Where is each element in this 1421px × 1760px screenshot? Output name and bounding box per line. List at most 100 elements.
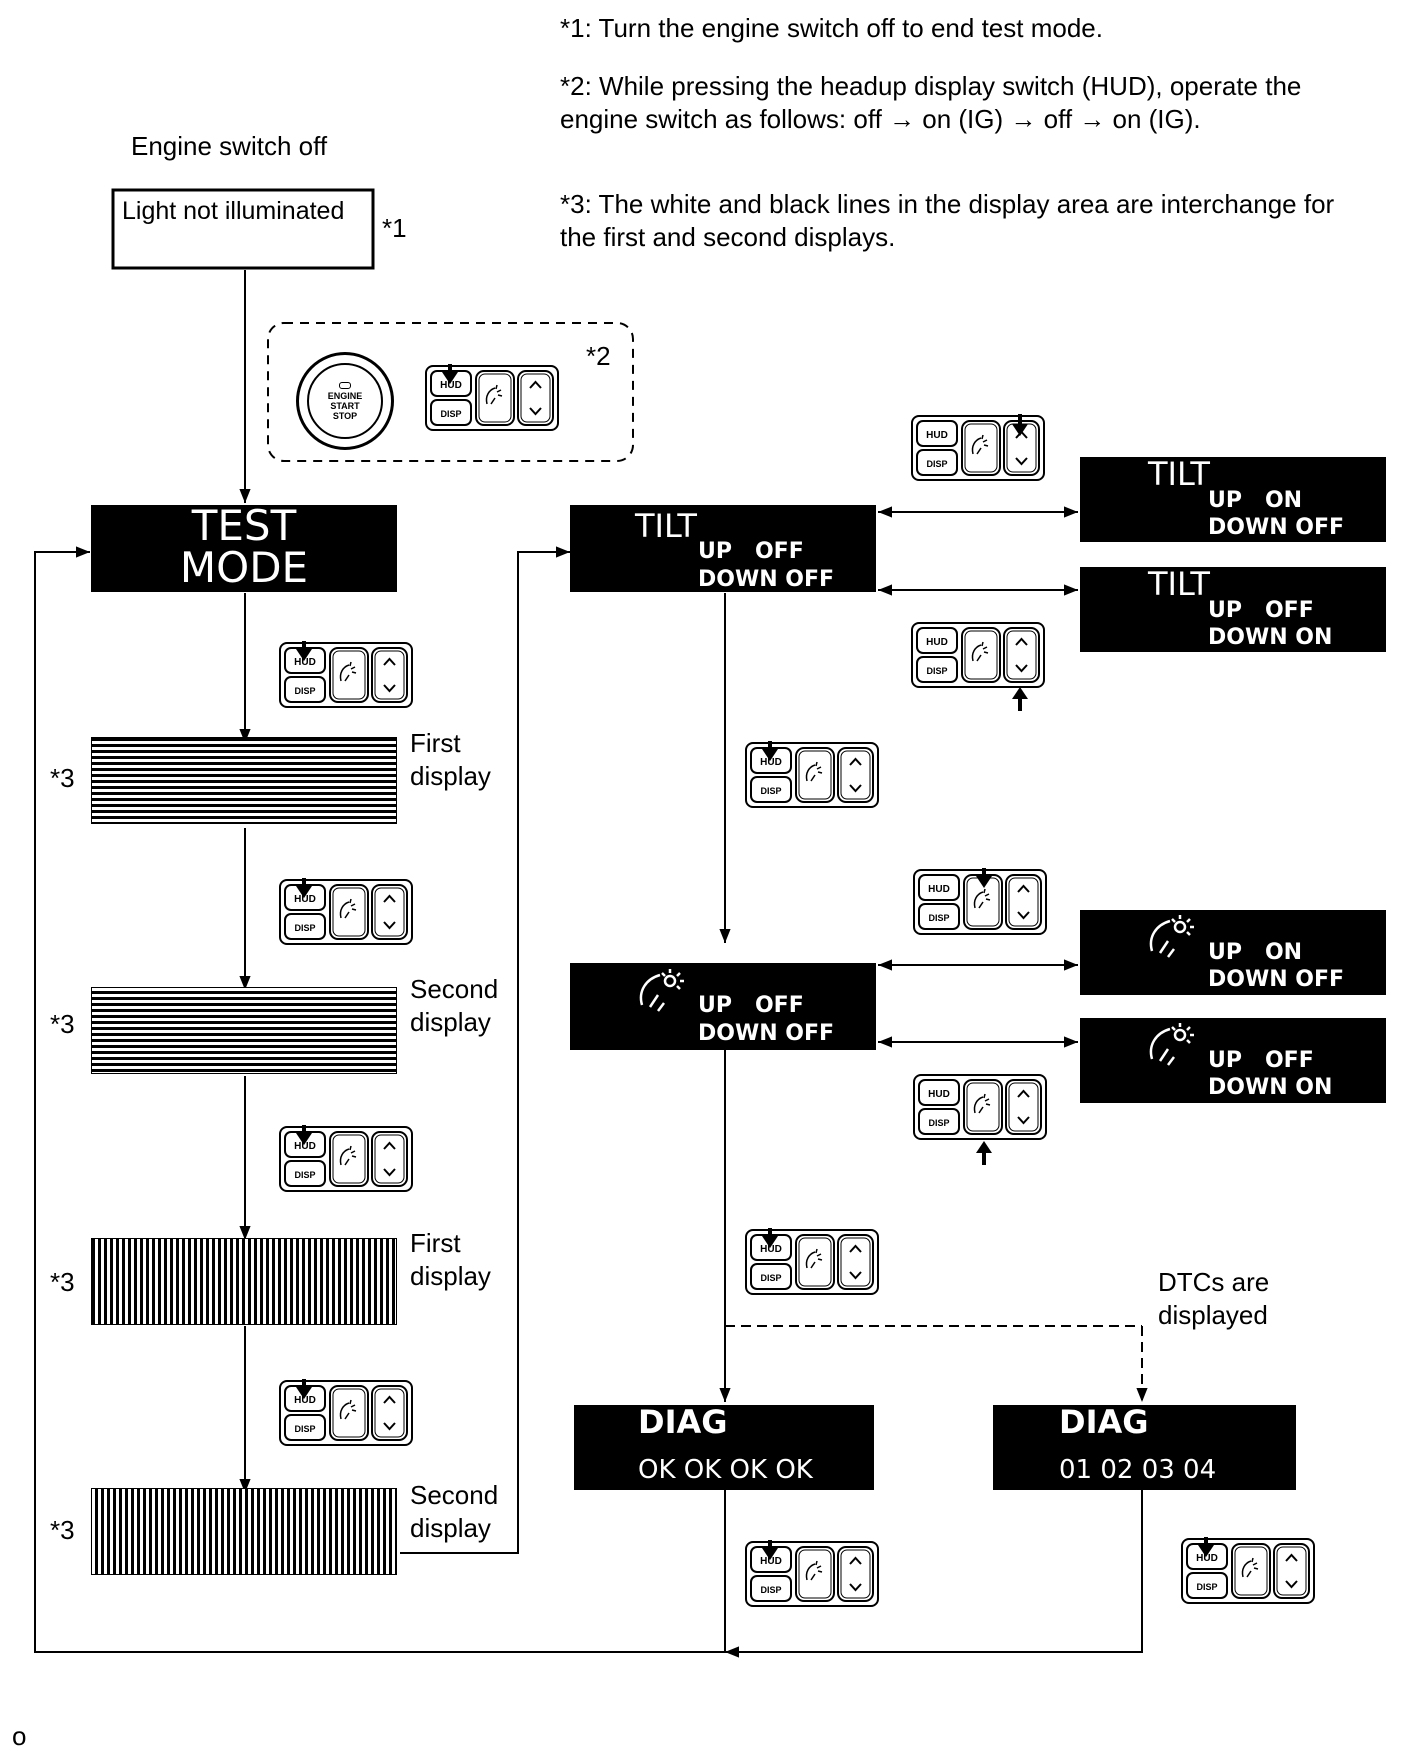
brightness-small-icon: [339, 898, 357, 919]
brightness-small-icon: [971, 641, 989, 662]
chevron-up-icon: [383, 1395, 396, 1404]
tilt-button[interactable]: [837, 1234, 874, 1290]
pattern-label-3b: display: [410, 1261, 491, 1291]
tilt-button[interactable]: [1005, 874, 1042, 930]
tilt-main-title: TILT: [635, 507, 697, 545]
pattern-label-3a: First: [410, 1228, 461, 1258]
hud-button-label: HUD: [760, 1244, 782, 1255]
diag-ok-title: DIAG: [638, 1403, 728, 1441]
disp-button[interactable]: [1186, 1572, 1228, 1599]
engine-start-stop-button[interactable]: ENGINE START STOP: [296, 352, 394, 450]
disp-button-label: DISP: [1196, 1582, 1217, 1592]
tilt-button[interactable]: [371, 1385, 408, 1441]
chevron-down-icon: [1017, 911, 1030, 920]
chevron-down-icon: [849, 1583, 862, 1592]
tilt-button[interactable]: [1005, 1079, 1042, 1135]
tilt-down-on-title: TILT: [1148, 565, 1210, 603]
note-1: *1: Turn the engine switch off to end te…: [560, 13, 1103, 43]
start-box: [111, 188, 375, 270]
hud-button[interactable]: [918, 1079, 960, 1106]
chevron-down-icon: [1017, 1116, 1030, 1125]
tilt-button[interactable]: [371, 1131, 408, 1187]
hud-button[interactable]: [918, 874, 960, 901]
bright-up-on-row-2: DOWN OFF: [1208, 967, 1345, 992]
disp-button[interactable]: [916, 656, 958, 683]
tilt-up-on-row-2: DOWN OFF: [1208, 515, 1345, 540]
disp-button[interactable]: [284, 1414, 326, 1441]
pattern-label-1a: First: [410, 728, 461, 758]
chevron-up-icon: [1017, 1089, 1030, 1098]
hud-button[interactable]: [916, 420, 958, 447]
disp-button[interactable]: [918, 903, 960, 930]
tilt-display-main: TILT UP OFF DOWN OFF: [570, 505, 876, 592]
footer-code: o: [12, 1721, 27, 1751]
dashed-switch-region: [267, 322, 634, 462]
pattern-ref-2: *3: [50, 1009, 75, 1039]
hud-button-label: HUD: [926, 430, 948, 441]
start-box-text: Light not illuminated: [122, 197, 345, 225]
chevron-down-icon: [383, 1422, 396, 1431]
hud-button-label: HUD: [760, 757, 782, 768]
tilt-button[interactable]: [371, 647, 408, 703]
pattern-display-1: [91, 737, 397, 824]
tilt-button[interactable]: [1003, 627, 1040, 683]
tilt-button[interactable]: [517, 370, 554, 426]
arrow-d4-to-tilt: [400, 546, 570, 1554]
tilt-button[interactable]: [837, 747, 874, 803]
bright-down-on-row-1: UP OFF: [1208, 1048, 1314, 1073]
chevron-up-icon: [529, 380, 542, 389]
pattern-ref-3: *3: [50, 1267, 75, 1297]
engine-button-text-2: START: [330, 401, 360, 411]
chevron-up-icon: [849, 1556, 862, 1565]
test-mode-display: TEST MODE: [91, 505, 397, 592]
tilt-up-on-title: TILT: [1148, 455, 1210, 493]
tilt-main-row-1: UP OFF: [698, 539, 804, 564]
dtc-label-2: displayed: [1158, 1300, 1268, 1330]
disp-button[interactable]: [918, 1108, 960, 1135]
hud-button-label: HUD: [926, 637, 948, 648]
tilt-button[interactable]: [837, 1546, 874, 1602]
tilt-button[interactable]: [1273, 1543, 1310, 1599]
engine-button-indicator-icon: [339, 382, 351, 389]
tilt-down-on-row-1: UP OFF: [1208, 598, 1314, 623]
chevron-up-icon: [383, 657, 396, 666]
diag-ok-values: OK OK OK OK: [638, 1455, 813, 1485]
disp-button[interactable]: [284, 1160, 326, 1187]
bright-main-row-2: DOWN OFF: [698, 1021, 835, 1046]
disp-button[interactable]: [916, 449, 958, 476]
hud-button-label: HUD: [294, 1141, 316, 1152]
disp-button-label: DISP: [440, 409, 461, 419]
pattern-ref-1: *3: [50, 763, 75, 793]
diag-display-codes: DIAG 01 02 03 04: [993, 1403, 1296, 1490]
pattern-label-1b: display: [410, 761, 491, 791]
chevron-up-icon: [1285, 1553, 1298, 1562]
brightness-small-icon: [805, 1560, 823, 1581]
brightness-display-main: UP OFF DOWN OFF: [570, 963, 876, 1050]
hud-button[interactable]: [916, 627, 958, 654]
brightness-small-icon: [339, 1399, 357, 1420]
bright-up-on-row-1: UP ON: [1208, 940, 1303, 965]
brightness-small-icon: [339, 661, 357, 682]
disp-button[interactable]: [750, 776, 792, 803]
hud-button-label: HUD: [1196, 1553, 1218, 1564]
engine-button-text-3: STOP: [332, 411, 358, 421]
disp-button[interactable]: [284, 676, 326, 703]
chevron-down-icon: [383, 921, 396, 930]
tilt-button[interactable]: [371, 884, 408, 940]
tilt-down-on-row-2: DOWN ON: [1208, 625, 1333, 650]
hud-button-label: HUD: [928, 884, 950, 895]
disp-button[interactable]: [284, 913, 326, 940]
disp-button[interactable]: [750, 1263, 792, 1290]
brightness-small-icon: [339, 1145, 357, 1166]
bright-main-row-1: UP OFF: [698, 993, 804, 1018]
chevron-down-icon: [383, 1168, 396, 1177]
disp-button[interactable]: [750, 1575, 792, 1602]
chevron-down-icon: [849, 784, 862, 793]
brightness-small-icon: [971, 434, 989, 455]
chevron-up-icon: [849, 1244, 862, 1253]
brightness-small-icon: [1241, 1557, 1259, 1578]
hud-button-label: HUD: [440, 380, 462, 391]
disp-button[interactable]: [430, 399, 472, 426]
pattern-display-4: [91, 1488, 397, 1575]
disp-button-label: DISP: [926, 666, 947, 676]
